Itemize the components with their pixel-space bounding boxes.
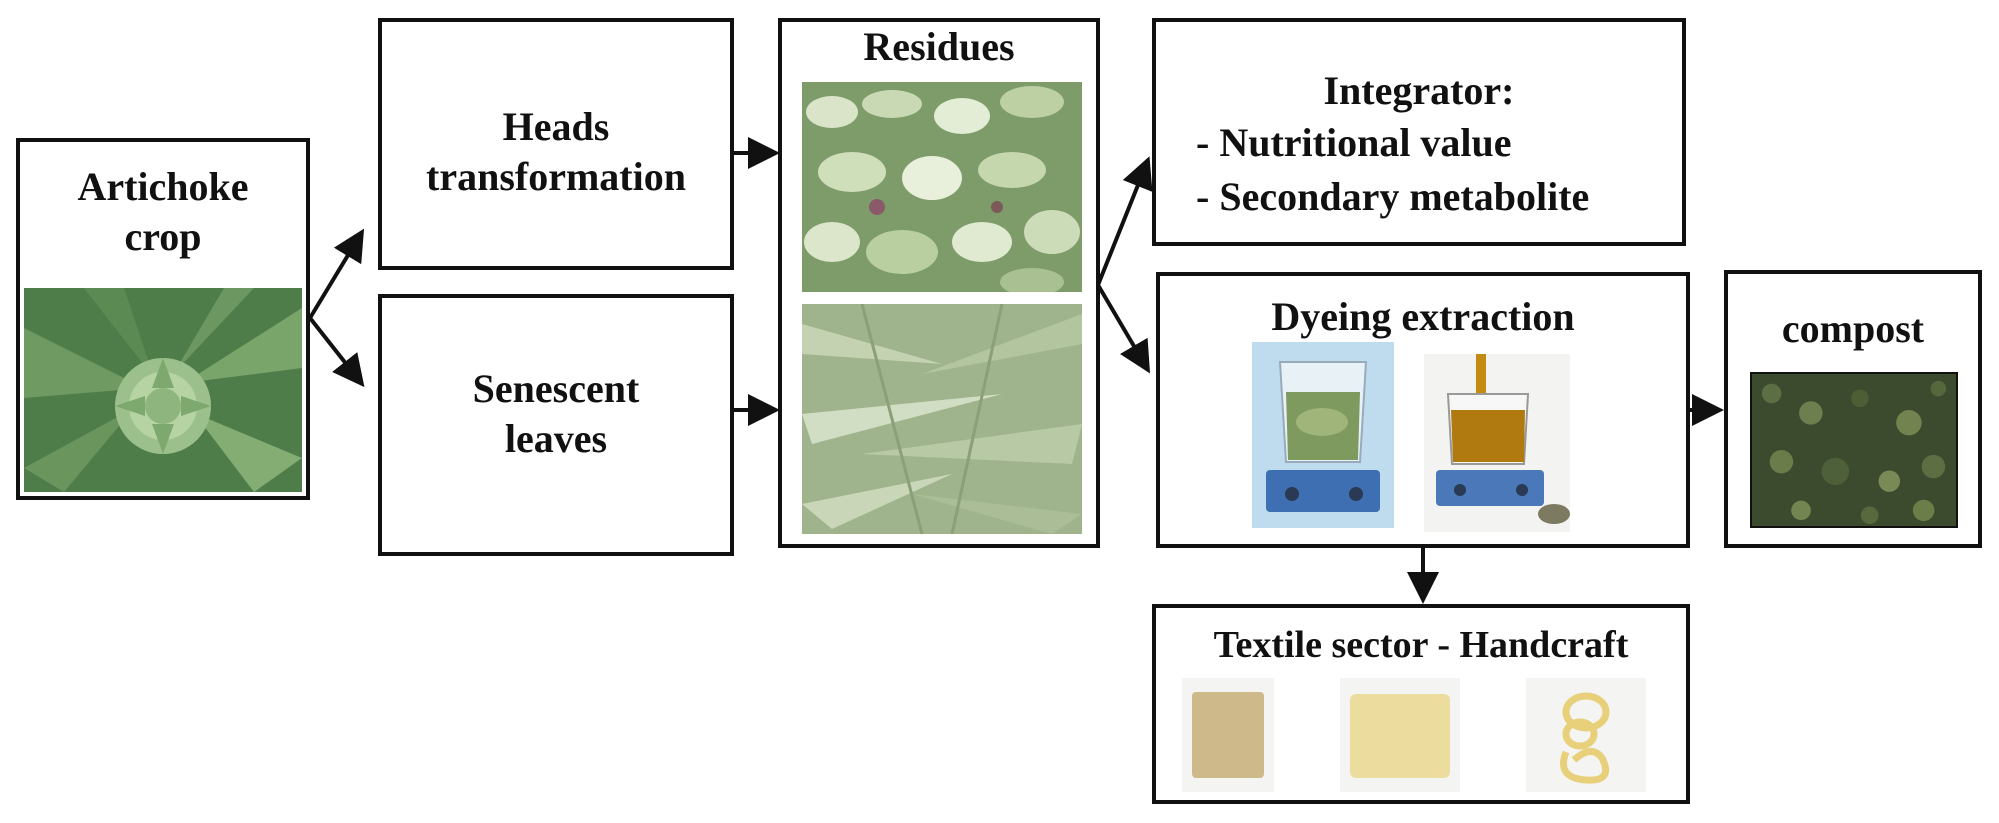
node-integrator-label: Integrator: (1323, 68, 1515, 113)
integrator-item-nutritional: - Nutritional value (1196, 120, 1512, 165)
heads-label-line1: Heads (502, 104, 610, 149)
node-compost: compost (1724, 270, 1982, 548)
node-dyeing-extraction: Dyeing extraction (1156, 272, 1690, 548)
node-senescent-leaves: Senescent leaves (378, 294, 734, 556)
node-dyeing-label: Dyeing extraction (1271, 294, 1575, 339)
arrow-crop-to-heads (308, 228, 365, 320)
crop-label-line2: crop (124, 214, 202, 259)
artichoke-plant-photo (24, 288, 302, 492)
dyed-yarn-skein-photo (1526, 678, 1646, 792)
integrator-item-secondary: - Secondary metabolite (1196, 174, 1590, 219)
node-heads-transformation: Heads transformation (378, 18, 734, 270)
leaves-label-line1: Senescent (472, 366, 640, 411)
arrow-residues-to-dyeing (1096, 283, 1151, 374)
heads-label-line2: transformation (426, 154, 686, 199)
arrow-residues-to-integrator (1096, 156, 1153, 286)
leaves-label-line2: leaves (504, 416, 608, 461)
node-integrator: Integrator: - Nutritional value - Second… (1152, 18, 1686, 246)
beaker-on-stirrer-photo (1252, 342, 1394, 528)
dyed-fabric-swatch-photo (1340, 678, 1460, 792)
node-compost-label: compost (1781, 306, 1925, 351)
node-leaves-label: Senescent leaves (382, 364, 730, 464)
node-artichoke-crop-label: Artichoke crop (20, 162, 306, 262)
node-textile-sector: Textile sector - Handcraft (1152, 604, 1690, 804)
compost-photo (1750, 372, 1958, 528)
dry-leaves-residue-photo (802, 304, 1082, 534)
integrator-list: - Nutritional value - Secondary metaboli… (1196, 116, 1589, 224)
arrow-crop-to-leaves (308, 316, 365, 388)
crop-label-line1: Artichoke (77, 164, 249, 209)
artichoke-bracts-residue-photo (802, 82, 1082, 292)
node-residues-label: Residues (863, 24, 1015, 69)
node-heads-label: Heads transformation (382, 102, 730, 202)
pouring-extract-photo (1424, 354, 1570, 532)
node-artichoke-crop: Artichoke crop (16, 138, 310, 500)
node-residues: Residues (778, 18, 1100, 548)
node-textile-label: Textile sector - Handcraft (1213, 624, 1629, 666)
dyed-fabric-square-photo (1182, 678, 1274, 792)
